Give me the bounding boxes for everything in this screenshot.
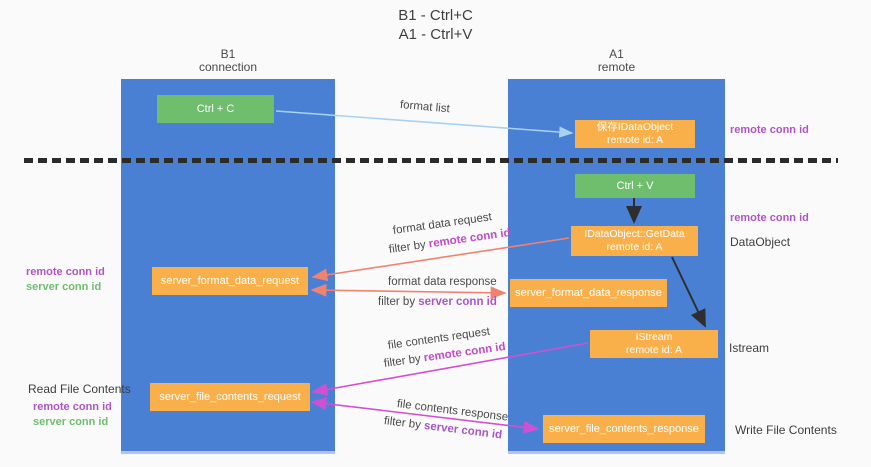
left-server-conn-id-top: server conn id bbox=[26, 281, 102, 293]
server-file-contents-request-box: server_file_contents_request bbox=[150, 383, 310, 411]
right-write-file-contents-label: Write File Contents bbox=[735, 423, 837, 437]
title-line-1: B1 - Ctrl+C bbox=[398, 7, 473, 24]
server-conn-id-key: server conn id bbox=[423, 419, 503, 442]
istream-line1: IStream bbox=[635, 331, 673, 343]
diagram-title: B1 - Ctrl+C A1 - Ctrl+V bbox=[0, 6, 871, 44]
arrow-format-data-response bbox=[310, 283, 507, 300]
store-dataobject-box: 保存IDataObject remote id: A bbox=[575, 120, 695, 148]
getdata-line2: remote id: A bbox=[606, 241, 663, 253]
filter-by-text: filter by bbox=[383, 352, 425, 370]
left-server-conn-id-bottom: server conn id bbox=[33, 416, 109, 428]
lane-b1-name: B1 bbox=[220, 47, 236, 61]
filter-by-text: filter by bbox=[378, 296, 419, 308]
server-format-data-request-label: server_format_data_request bbox=[160, 275, 300, 287]
store-dataobject-line1: 保存IDataObject bbox=[596, 121, 674, 133]
server-file-contents-request-label: server_file_contents_request bbox=[159, 391, 301, 403]
lane-a1-name: A1 bbox=[609, 47, 624, 61]
filter-by-text: filter by bbox=[383, 415, 425, 432]
ctrl-c-box: Ctrl + C bbox=[157, 95, 274, 123]
format-list-label: format list bbox=[399, 99, 451, 116]
filter-by-text: filter by bbox=[388, 238, 430, 256]
remote-conn-id-key: remote conn id bbox=[428, 226, 512, 251]
left-remote-conn-id-top: remote conn id bbox=[26, 266, 105, 278]
right-istream-label: Istream bbox=[729, 341, 770, 355]
lane-header-a1: A1 remote bbox=[508, 48, 725, 74]
right-dataobject-label: DataObject bbox=[730, 235, 791, 249]
right-remote-conn-id-mid: remote conn id bbox=[730, 212, 809, 224]
right-remote-conn-id-top: remote conn id bbox=[730, 124, 809, 136]
lane-header-b1: B1 connection bbox=[121, 48, 335, 74]
server-file-contents-response-label: server_file_contents_response bbox=[549, 423, 699, 435]
title-line-2: A1 - Ctrl+V bbox=[398, 26, 473, 43]
format-data-response-label: format data response bbox=[388, 276, 497, 288]
istream-line2: remote id: A bbox=[625, 344, 683, 356]
left-read-file-contents-label: Read File Contents bbox=[28, 382, 131, 396]
server-format-data-response-label: server_format_data_response bbox=[515, 287, 662, 299]
ctrl-c-label: Ctrl + C bbox=[196, 103, 235, 115]
format-data-response-filter-label: filter by server conn id bbox=[378, 296, 497, 308]
getdata-box: IDataObject::GetData remote id: A bbox=[571, 226, 698, 256]
ctrl-v-box: Ctrl + V bbox=[575, 174, 695, 198]
lane-b1-subtitle: connection bbox=[198, 60, 258, 74]
session-divider-dashed-line bbox=[24, 158, 838, 163]
server-format-data-request-box: server_format_data_request bbox=[152, 267, 308, 295]
istream-box: IStream remote id: A bbox=[590, 330, 718, 358]
ctrl-v-label: Ctrl + V bbox=[616, 180, 654, 192]
server-file-contents-response-box: server_file_contents_response bbox=[543, 415, 705, 443]
server-format-data-response-box: server_format_data_response bbox=[510, 279, 667, 307]
store-dataobject-line2: remote id: A bbox=[606, 134, 664, 146]
lane-a1-subtitle: remote bbox=[597, 60, 636, 74]
server-conn-id-key: server conn id bbox=[418, 296, 497, 308]
getdata-line1: IDataObject::GetData bbox=[584, 228, 685, 240]
left-remote-conn-id-bottom: remote conn id bbox=[33, 401, 112, 413]
